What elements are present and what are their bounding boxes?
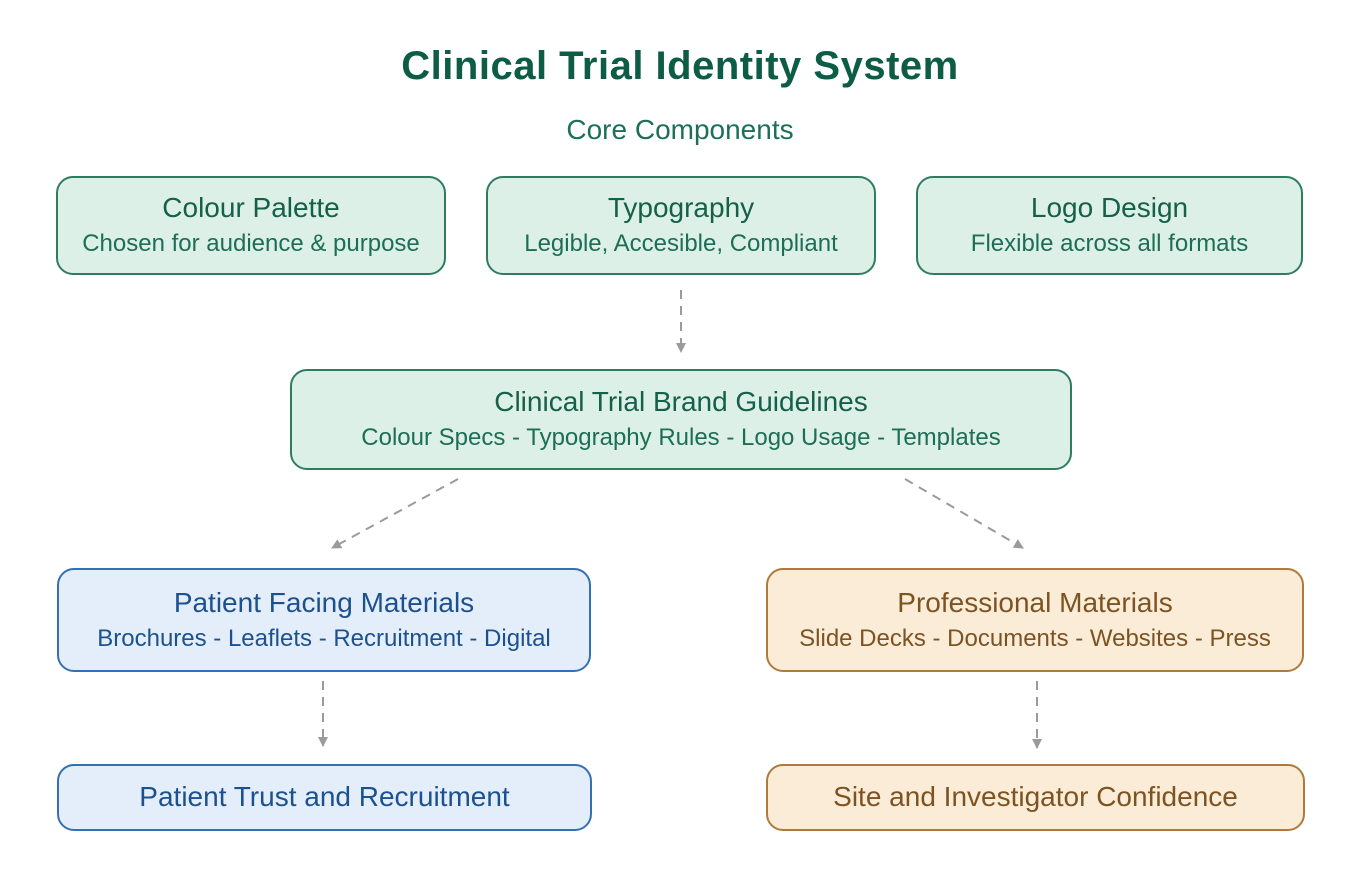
node-patient-trust-title: Patient Trust and Recruitment — [139, 781, 510, 813]
node-patient-trust: Patient Trust and Recruitment — [57, 764, 592, 831]
arrow-guidelines-to-patient-materials-icon — [331, 478, 459, 549]
node-typography: Typography Legible, Accesible, Compliant — [486, 176, 876, 275]
node-logo-design: Logo Design Flexible across all formats — [916, 176, 1303, 275]
node-site-confidence: Site and Investigator Confidence — [766, 764, 1305, 831]
node-colour-palette-title: Colour Palette — [162, 192, 340, 224]
node-colour-palette: Colour Palette Chosen for audience & pur… — [56, 176, 446, 275]
node-professional-materials-subtitle: Slide Decks - Documents - Websites - Pre… — [799, 624, 1271, 652]
arrow-guidelines-to-professional-materials-icon — [904, 478, 1024, 549]
node-typography-title: Typography — [607, 192, 755, 224]
node-patient-materials: Patient Facing Materials Brochures - Lea… — [57, 568, 591, 672]
node-logo-design-title: Logo Design — [1030, 192, 1189, 224]
page-subtitle: Core Components — [566, 114, 794, 145]
node-brand-guidelines-subtitle: Colour Specs - Typography Rules - Logo U… — [361, 424, 1001, 452]
node-patient-materials-title: Patient Facing Materials — [173, 586, 475, 618]
node-professional-materials-title: Professional Materials — [897, 586, 1173, 618]
node-logo-design-subtitle: Flexible across all formats — [970, 230, 1249, 258]
node-professional-materials: Professional Materials Slide Decks - Doc… — [766, 568, 1304, 672]
node-brand-guidelines-title: Clinical Trial Brand Guidelines — [494, 386, 868, 418]
page-title: Clinical Trial Identity System — [401, 44, 959, 88]
node-patient-materials-subtitle: Brochures - Leaflets - Recruitment - Dig… — [97, 624, 551, 652]
node-site-confidence-title: Site and Investigator Confidence — [833, 781, 1238, 813]
node-typography-subtitle: Legible, Accesible, Compliant — [524, 230, 838, 258]
node-colour-palette-subtitle: Chosen for audience & purpose — [82, 230, 420, 258]
node-brand-guidelines: Clinical Trial Brand Guidelines Colour S… — [290, 369, 1072, 470]
